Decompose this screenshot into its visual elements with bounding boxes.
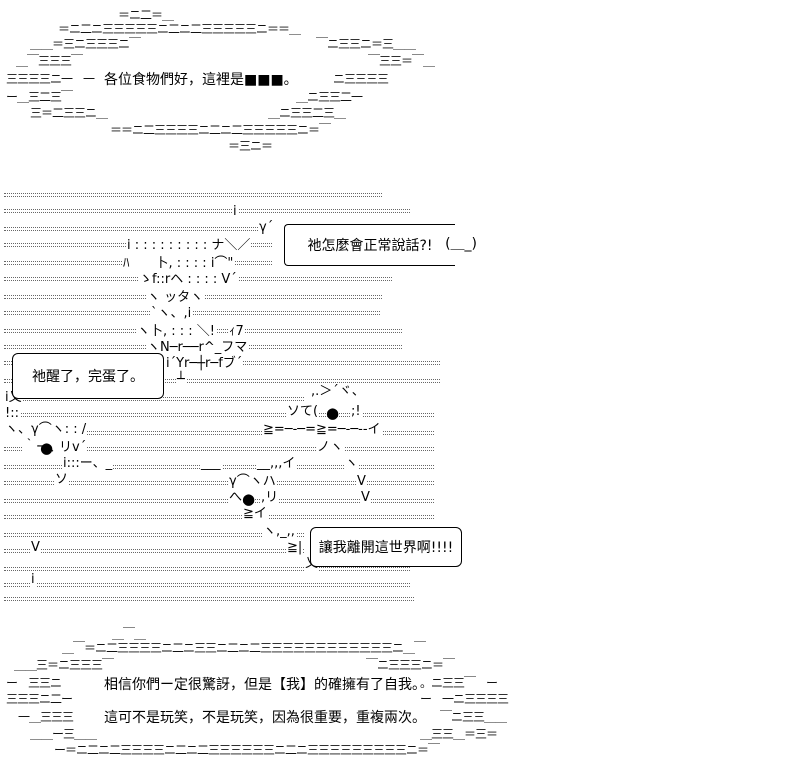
- art-glyph: ソて(: [286, 404, 320, 419]
- ellipse-rim-line: ー 一ニ三三三三: [420, 692, 509, 706]
- art-glyph: ヽ,_,,: [262, 524, 296, 539]
- art-glyph: ≧|: [286, 540, 304, 555]
- art-glyph: へ,: [228, 490, 248, 505]
- art-glyph: ___: [200, 456, 222, 471]
- speech-bubble-surprised: 祂怎麼會正常說話?! (＿_): [284, 224, 477, 266]
- dotted-fill-row: [4, 379, 440, 383]
- art-glyph: ヽi´Yr─┼r─fブ´: [152, 356, 244, 371]
- ellipse-rim-line: ＿ニ三三二一: [296, 90, 363, 104]
- eye-dot: ●: [242, 490, 256, 508]
- art-glyph: ｨ7: [228, 324, 245, 339]
- dotted-fill-row: [4, 413, 434, 417]
- caption-line-2: 這可不是玩笑，不是玩笑，因為很重要，重複兩次。: [104, 710, 426, 726]
- art-glyph: γ⌒ヽハ: [228, 474, 277, 489]
- ascii-art-scene: i γ´ i : : : : : : : : : ナ＼／ ﾊ 卜, : : : …: [0, 185, 800, 605]
- dotted-fill-row: [4, 481, 434, 485]
- art-glyph: ﾊ 卜, : : : : i⌒": [122, 256, 235, 271]
- art-glyph: ゝf::rヘ : : : : V´: [138, 272, 238, 287]
- ellipse-rim-line: ＝三ニ＝: [228, 139, 273, 153]
- bubble-text: 祂醒了，完蛋了。: [32, 369, 144, 385]
- ellipse-rim-line: ＿＿三＝ニ三三三￣ ￣ニ三三三ニ＝￣: [14, 658, 455, 672]
- dotted-fill-row: [4, 227, 262, 231]
- dotted-fill-row: [4, 567, 410, 571]
- art-glyph: i : : : : : : : : : ナ＼／: [126, 238, 252, 253]
- art-glyph: リv´: [58, 440, 88, 455]
- art-glyph: __,,,イ: [256, 456, 297, 471]
- ellipse-rim-line: 三＝二三三ニ＿: [30, 106, 108, 120]
- bubble-face: (＿_): [445, 236, 477, 252]
- art-glyph: ソ: [54, 472, 70, 487]
- art-glyph: !::: [4, 406, 20, 421]
- greeting-caption: 各位食物們好，這裡是■■■。: [104, 72, 298, 88]
- eye-dot: ●: [326, 404, 340, 422]
- ellipse-rim-line: ー＿三二三￣: [6, 90, 73, 104]
- ellipse-rim-line: 三三三ニ二ー: [6, 692, 73, 706]
- dotted-fill-row: [4, 431, 434, 435]
- ellipse-rim-line: ＿￣三三三￣ ￣三三＝￣＿: [16, 54, 435, 68]
- art-glyph: i: [232, 204, 238, 219]
- art-glyph: γ´: [258, 220, 275, 235]
- art-glyph: ┴: [176, 372, 186, 387]
- dotted-fill-row: [4, 533, 304, 537]
- dotted-fill-row: [4, 583, 410, 587]
- ellipse-rim-line: ニ三三三三: [322, 72, 389, 86]
- ellipse-rim-line: ＿￣＿: [112, 627, 146, 641]
- dotted-fill-row: [4, 515, 434, 519]
- art-glyph: ≧イ: [242, 506, 268, 521]
- ellipse-rim-line: ー＝ニ二ニ二三三三三ニ二ニ二三三三三三三ニ二ニ三三三三三三三三三ニ＝￣: [54, 743, 440, 757]
- art-glyph: ;!: [350, 404, 362, 419]
- art-glyph: V: [356, 474, 367, 489]
- ellipse-rim-line: ＿ニ三三二三＿: [268, 106, 346, 120]
- ellipse-rim-line: ＿三三＿＝三＝: [420, 727, 498, 741]
- dotted-fill-row: [4, 209, 410, 213]
- dotted-fill-row: [4, 447, 434, 451]
- art-glyph: i:::ー、_: [62, 456, 114, 471]
- art-glyph: ヽ、γ⌒ヽ: : /: [4, 422, 88, 437]
- speech-bubble-escape: 讓我離開這世界啊!!!!: [310, 527, 462, 567]
- dotted-fill-row: [4, 549, 304, 553]
- ellipse-rim-line: 。ニ三三￣ ー: [420, 676, 498, 690]
- ellipse-rim-line: ￣ニ三三＿＿: [440, 710, 507, 724]
- art-glyph: ,リ: [260, 490, 280, 505]
- art-glyph: V: [30, 540, 41, 555]
- art-glyph: ヽ ッタヽ: [146, 290, 205, 305]
- ellipse-rim-line: ＿＿＝三ニ三三三ニ￣ ￣ニ三三ニ＝三＿＿: [30, 37, 416, 51]
- art-glyph: `ヽ、,i: [150, 306, 193, 321]
- art-glyph: ≧=─-─=≧=─‐─‐‐イ: [262, 422, 382, 437]
- dotted-fill-row: [4, 597, 414, 601]
- ellipse-rim-line: ＿＿ー三＿＿: [30, 727, 97, 741]
- dotted-fill-row: [4, 499, 434, 503]
- ellipse-rim-line: 三三三三ニ一 一: [6, 72, 95, 86]
- caption-line-1: 相信你們ー定很驚訝，但是【我】的確擁有了自我。: [104, 677, 426, 693]
- ellipse-rim-line: ＿￣＝ニ二三三三三ニ二ニ三三ニ二ニ二三三三三三三三三三三三三ニ＿￣: [62, 641, 426, 655]
- art-glyph: ヽN─r──r^_フマ: [146, 340, 249, 355]
- art-glyph: i: [30, 572, 36, 587]
- speech-bubble-awake: 祂醒了，完蛋了。: [12, 353, 164, 399]
- art-glyph: ノヽ: [316, 440, 345, 455]
- bubble-text: 祂怎麼會正常說話?!: [307, 238, 433, 254]
- art-glyph: ヽ: [344, 456, 360, 471]
- art-glyph: V: [360, 490, 371, 505]
- art-glyph: ヽ卜, : : : ＼!: [136, 324, 217, 339]
- bubble-text: 讓我離開這世界啊!!!!: [318, 540, 454, 556]
- ellipse-rim-line: ＝ニ二＝＿: [118, 8, 174, 22]
- ellipse-rim-line: ー 三三ニ: [6, 676, 62, 690]
- ellipse-rim-line: 一＿三三三: [18, 710, 74, 724]
- art-glyph: ,.＞´ヾ、: [310, 384, 366, 399]
- dotted-fill-row: [4, 193, 382, 197]
- eye-dot: ●: [40, 439, 54, 457]
- ellipse-rim-line: ＝＝ニ二三三三三ニ二ニ二三三三三三ニ＝￣: [110, 123, 331, 137]
- ellipse-rim-line: ＝ニ二ニ三三三三三ニ二ニ二三三三三三ニ＝＝＿: [58, 22, 301, 36]
